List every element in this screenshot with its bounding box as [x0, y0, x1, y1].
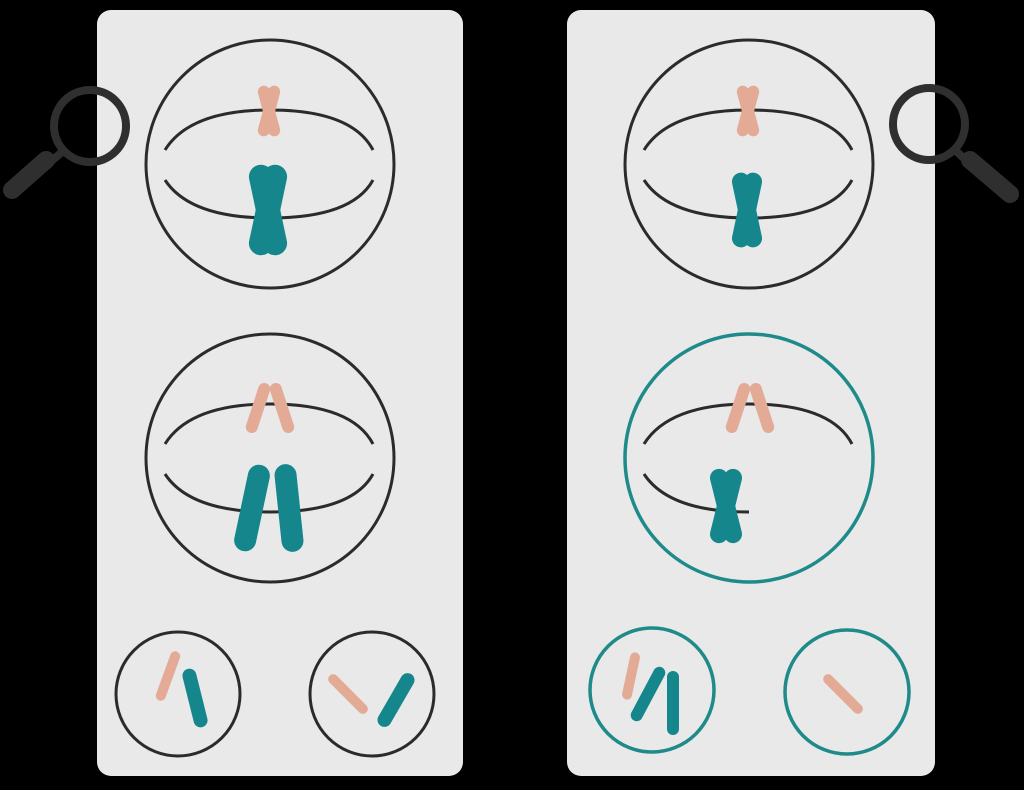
large-chromosome [248, 164, 288, 256]
anaphase-cell-highlighted [623, 332, 875, 584]
small-chromatids [725, 382, 775, 434]
daughter-cell-2-highlighted [783, 628, 911, 756]
large-chromosome [731, 172, 763, 248]
anaphase-cell [144, 332, 396, 584]
small-chromatids [245, 382, 295, 434]
metaphase-cell [144, 38, 396, 290]
daughter-cell-1 [114, 630, 242, 758]
small-chromosome [257, 85, 281, 137]
magnifier-icon [889, 84, 1019, 203]
magnifier-icon [3, 86, 130, 199]
small-chromosome [736, 85, 760, 137]
metaphase-cell [623, 38, 875, 290]
daughter-cell-2 [308, 630, 436, 758]
large-chromosome-unseparated [709, 468, 743, 544]
panel-normal-division [3, 10, 463, 776]
daughter-cell-1-highlighted [588, 626, 716, 754]
large-chromatids [234, 464, 304, 552]
panel-nondisjunction [567, 10, 1019, 776]
